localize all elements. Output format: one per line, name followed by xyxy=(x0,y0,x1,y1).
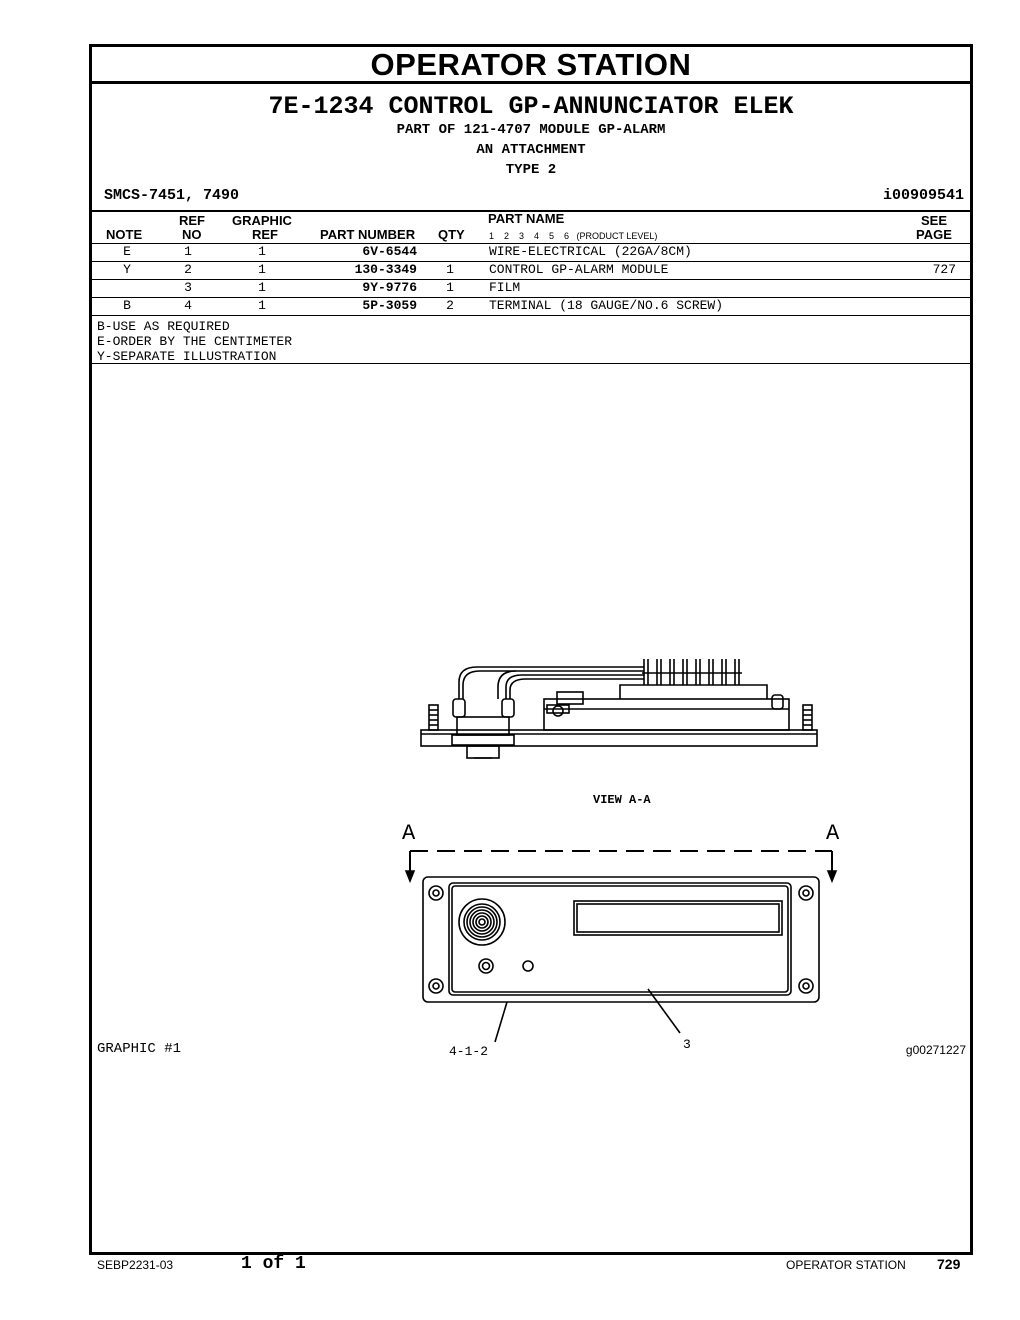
page-of: 1 of 1 xyxy=(241,1254,306,1274)
header-ref-bottom: NO xyxy=(182,227,202,242)
section-marker-right: A xyxy=(826,821,840,846)
header-note: NOTE xyxy=(106,227,143,242)
row-ref: 2 xyxy=(184,262,192,277)
end-bolt xyxy=(428,704,439,731)
row-part-number: 5P-3059 xyxy=(362,298,417,313)
header-part-name: PART NAME xyxy=(488,211,565,226)
header-qty: QTY xyxy=(438,227,465,242)
notes-block: B-USE AS REQUIRED E-ORDER BY THE CENTIME… xyxy=(97,319,292,364)
header-rule xyxy=(92,243,970,244)
note-y: Y-SEPARATE ILLUSTRATION xyxy=(97,349,277,364)
row-rule xyxy=(92,315,970,316)
callout-4-1-2: 4-1-2 xyxy=(449,1044,488,1059)
row-note: E xyxy=(123,244,131,259)
end-bolt xyxy=(802,704,813,731)
row-part-number: 9Y-9776 xyxy=(362,280,417,295)
row-rule xyxy=(92,261,970,262)
buzzer-terminal xyxy=(501,698,515,718)
row-graphic-ref: 1 xyxy=(258,298,266,313)
row-part-number: 6V-6544 xyxy=(362,244,417,259)
corner-screw xyxy=(428,978,444,994)
row-part-name: TERMINAL (18 GAUGE/NO.6 SCREW) xyxy=(489,298,724,313)
row-rule xyxy=(92,279,970,280)
row-graphic-ref: 1 xyxy=(258,262,266,277)
attachment-line: AN ATTACHMENT xyxy=(476,142,586,158)
header-graphic-bottom: REF xyxy=(252,227,278,242)
row-qty: 2 xyxy=(446,298,454,313)
page-title: OPERATOR STATION xyxy=(92,47,970,84)
corner-screw xyxy=(798,978,814,994)
buzzer-grille xyxy=(458,898,506,946)
wire xyxy=(505,674,644,699)
group-number: 7E-1234 xyxy=(268,92,374,121)
type-line: TYPE 2 xyxy=(505,162,557,178)
group-heading: 7E-1234 CONTROL GP-ANNUNCIATOR ELEK xyxy=(92,93,970,121)
wire xyxy=(458,666,644,699)
header-graphic-top: GRAPHIC xyxy=(232,213,292,228)
notes-rule xyxy=(92,363,970,364)
note-b: B-USE AS REQUIRED xyxy=(97,319,230,334)
table-row: Y 2 1 130-3349 1 CONTROL GP-ALARM MODULE… xyxy=(92,261,970,279)
part-of-line: PART OF 121-4707 MODULE GP-ALARM xyxy=(396,122,666,138)
front-panel xyxy=(422,876,820,1003)
buzzer-terminal xyxy=(452,698,466,718)
corner-screw xyxy=(428,885,444,901)
graphic-id: g00271227 xyxy=(905,1043,966,1057)
row-ref: 4 xyxy=(184,298,192,313)
footer-section: OPERATOR STATION xyxy=(786,1258,906,1272)
table-row: B 4 1 5P-3059 2 TERMINAL (18 GAUGE/NO.6 … xyxy=(92,297,970,315)
smcs-code: SMCS-7451, 7490 xyxy=(104,187,240,204)
table-row: 3 1 9Y-9776 1 FILM xyxy=(92,279,970,297)
view-label: VIEW A-A xyxy=(593,793,651,807)
row-part-number: 130-3349 xyxy=(354,262,417,277)
buzzer-base xyxy=(466,745,500,759)
illustration-id: i00909541 xyxy=(882,187,964,204)
page-frame: OPERATOR STATION 7E-1234 CONTROL GP-ANNU… xyxy=(89,44,973,1255)
header-see-top: SEE xyxy=(921,213,948,228)
table-top-rule xyxy=(92,210,970,212)
row-part-name: FILM xyxy=(489,280,521,295)
adjust-knob xyxy=(478,958,494,974)
table-row: E 1 1 6V-6544 WIRE-ELECTRICAL (22GA/8CM) xyxy=(92,243,970,261)
header-part-number: PART NUMBER xyxy=(320,227,416,242)
terminal-pins xyxy=(643,659,740,685)
graphic-label: GRAPHIC #1 xyxy=(97,1041,182,1057)
row-qty: 1 xyxy=(446,280,454,295)
alarm-module-drawing: VIEW A-A A A xyxy=(402,659,840,1059)
corner-screw xyxy=(798,885,814,901)
row-graphic-ref: 1 xyxy=(258,280,266,295)
row-note: B xyxy=(123,298,131,313)
leader-line xyxy=(647,988,681,1034)
leader-line xyxy=(494,1001,508,1043)
front-view: 4-1-2 3 xyxy=(422,876,820,1059)
row-see-page: 727 xyxy=(932,262,956,277)
row-ref: 1 xyxy=(184,244,192,259)
header-product-levels: 1 2 3 4 5 6 (PRODUCT LEVEL) xyxy=(489,231,658,241)
section-marker-left: A xyxy=(402,821,416,846)
row-part-name: WIRE-ELECTRICAL (22GA/8CM) xyxy=(489,244,692,259)
main-housing xyxy=(543,698,790,731)
indicator-light xyxy=(522,960,534,972)
header-ref-top: REF xyxy=(179,213,205,228)
note-e: E-ORDER BY THE CENTIMETER xyxy=(97,334,293,349)
callout-3: 3 xyxy=(683,1037,691,1052)
side-view: VIEW A-A xyxy=(420,659,818,807)
row-qty: 1 xyxy=(446,262,454,277)
row-graphic-ref: 1 xyxy=(258,244,266,259)
doc-number: SEBP2231-03 xyxy=(97,1258,174,1272)
page-number: 729 xyxy=(937,1256,961,1272)
header-see-bottom: PAGE xyxy=(916,227,952,242)
row-part-name: CONTROL GP-ALARM MODULE xyxy=(489,262,669,277)
base-plate xyxy=(420,729,818,747)
row-rule xyxy=(92,297,970,298)
section-line: A A xyxy=(402,821,840,884)
row-ref: 3 xyxy=(184,280,192,295)
group-name: CONTROL GP-ANNUNCIATOR ELEK xyxy=(388,92,794,121)
row-note: Y xyxy=(123,262,131,277)
display-window xyxy=(573,900,783,936)
